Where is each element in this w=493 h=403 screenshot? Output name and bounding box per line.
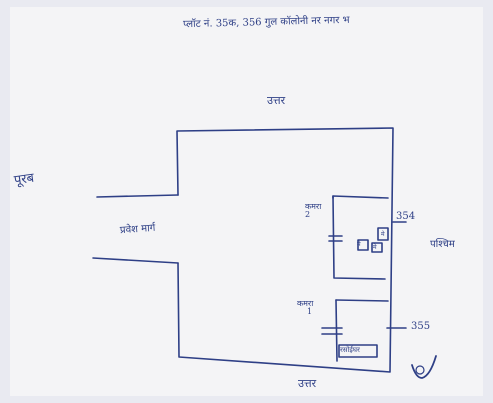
room-2-name: कमरा <box>297 299 314 308</box>
room-1-box-c <box>377 227 389 241</box>
outer-wall <box>176 127 394 373</box>
room-1-number: 2 <box>305 210 311 220</box>
room-1-box-a <box>357 239 369 251</box>
paper-sheet <box>10 7 483 396</box>
room-1-box-a-label: मे <box>357 241 361 248</box>
room-1-plot-number: 354 <box>396 211 416 222</box>
entrance-wall-top <box>96 194 179 198</box>
room-1-label: कमरा 2 <box>305 202 322 220</box>
room-1-box-c-label: मे <box>381 231 385 238</box>
check-mark <box>411 355 437 379</box>
room-2-plot-number: 355 <box>411 321 431 332</box>
plan-lines <box>92 127 407 373</box>
room-2-bottom-box <box>338 344 378 358</box>
direction-south-label: उत्तर <box>298 377 317 390</box>
room-1-name: कमरा <box>305 202 322 211</box>
room-2-top-wall <box>335 299 389 302</box>
room-2-side-wall <box>335 299 338 362</box>
room-2-label: कमरा 1 <box>297 299 314 317</box>
direction-north-label: उत्तर <box>267 94 286 107</box>
direction-east-label: पश्चिम <box>430 239 455 250</box>
room-2-number: 1 <box>307 307 313 317</box>
room-1-side-wall <box>332 195 386 280</box>
room-1-door-mark <box>328 235 343 242</box>
direction-west-label: पूरब <box>13 170 36 189</box>
entrance-wall-bottom <box>92 257 179 264</box>
room-2-bottom-box-label: रसोईघर <box>340 346 360 354</box>
room-1-box-b <box>371 242 383 253</box>
room-2-door-mark <box>321 327 343 335</box>
room-1-box-b-label: मे <box>373 244 377 251</box>
check-mark-loop <box>415 365 425 375</box>
